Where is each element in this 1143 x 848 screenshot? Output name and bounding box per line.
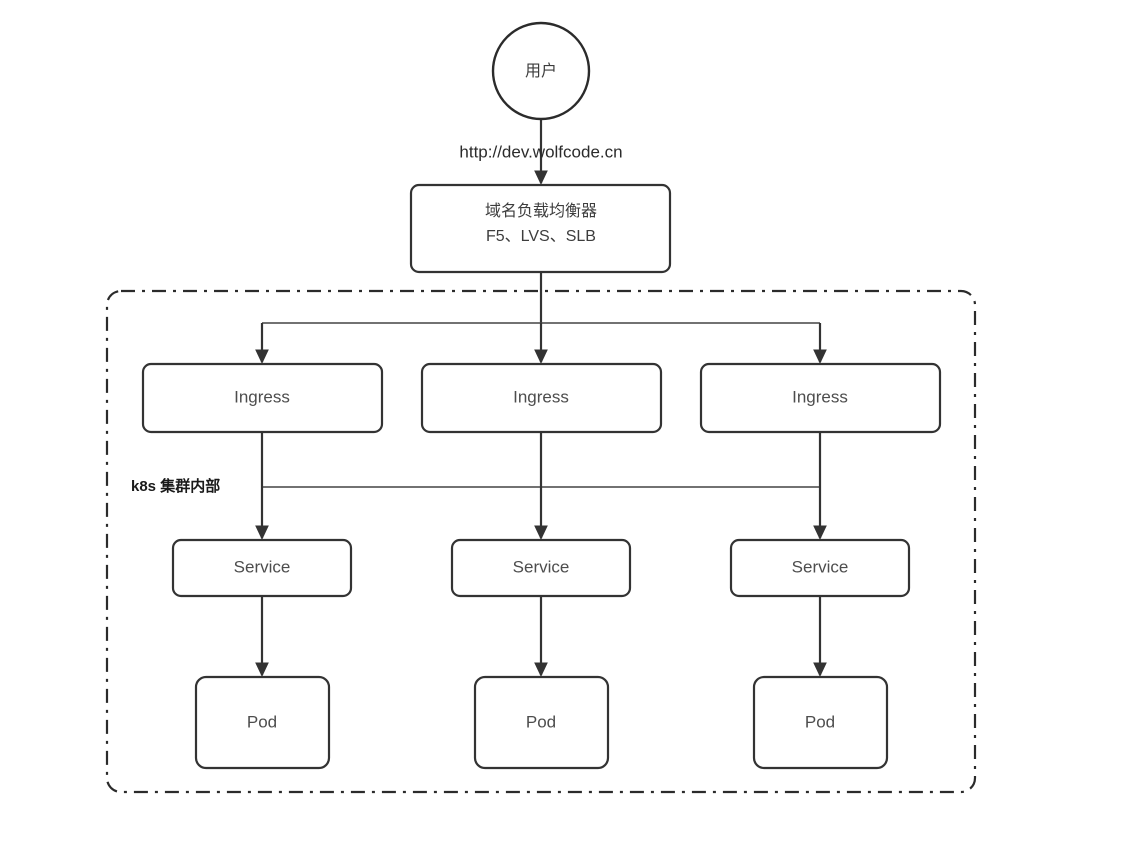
- node-pod-1[interactable]: [194, 675, 331, 770]
- node-ingress-1-label: Ingress: [234, 387, 290, 406]
- node-ingress-1[interactable]: [141, 362, 384, 434]
- edge-user-to-loadbalancer-label: http://dev.wolfcode.cn: [459, 142, 622, 161]
- node-pod-3[interactable]: [752, 675, 889, 770]
- k8s-cluster-zone-label: k8s 集群内部: [131, 477, 220, 495]
- node-user-label: 用户: [525, 62, 557, 80]
- node-user[interactable]: [491, 21, 591, 121]
- node-ingress-2-label: Ingress: [513, 387, 569, 406]
- node-service-1-label: Service: [234, 557, 291, 576]
- node-service-3[interactable]: [729, 538, 911, 598]
- node-pod-3-label: Pod: [805, 712, 835, 731]
- node-pod-2-label: Pod: [526, 712, 556, 731]
- node-service-2[interactable]: [450, 538, 632, 598]
- node-service-3-label: Service: [792, 557, 849, 576]
- node-ingress-3-label: Ingress: [792, 387, 848, 406]
- node-loadbalancer-label-line2: F5、LVS、SLB: [486, 228, 596, 245]
- node-pod-2[interactable]: [473, 675, 610, 770]
- node-ingress-3[interactable]: [699, 362, 942, 434]
- node-service-1[interactable]: [171, 538, 353, 598]
- node-loadbalancer-label-line1: 域名负载均衡器: [485, 202, 597, 220]
- node-pod-1-label: Pod: [247, 712, 277, 731]
- node-ingress-2[interactable]: [420, 362, 663, 434]
- node-loadbalancer[interactable]: [409, 183, 672, 274]
- k8s-cluster-zone: [105, 289, 977, 794]
- node-service-2-label: Service: [513, 557, 570, 576]
